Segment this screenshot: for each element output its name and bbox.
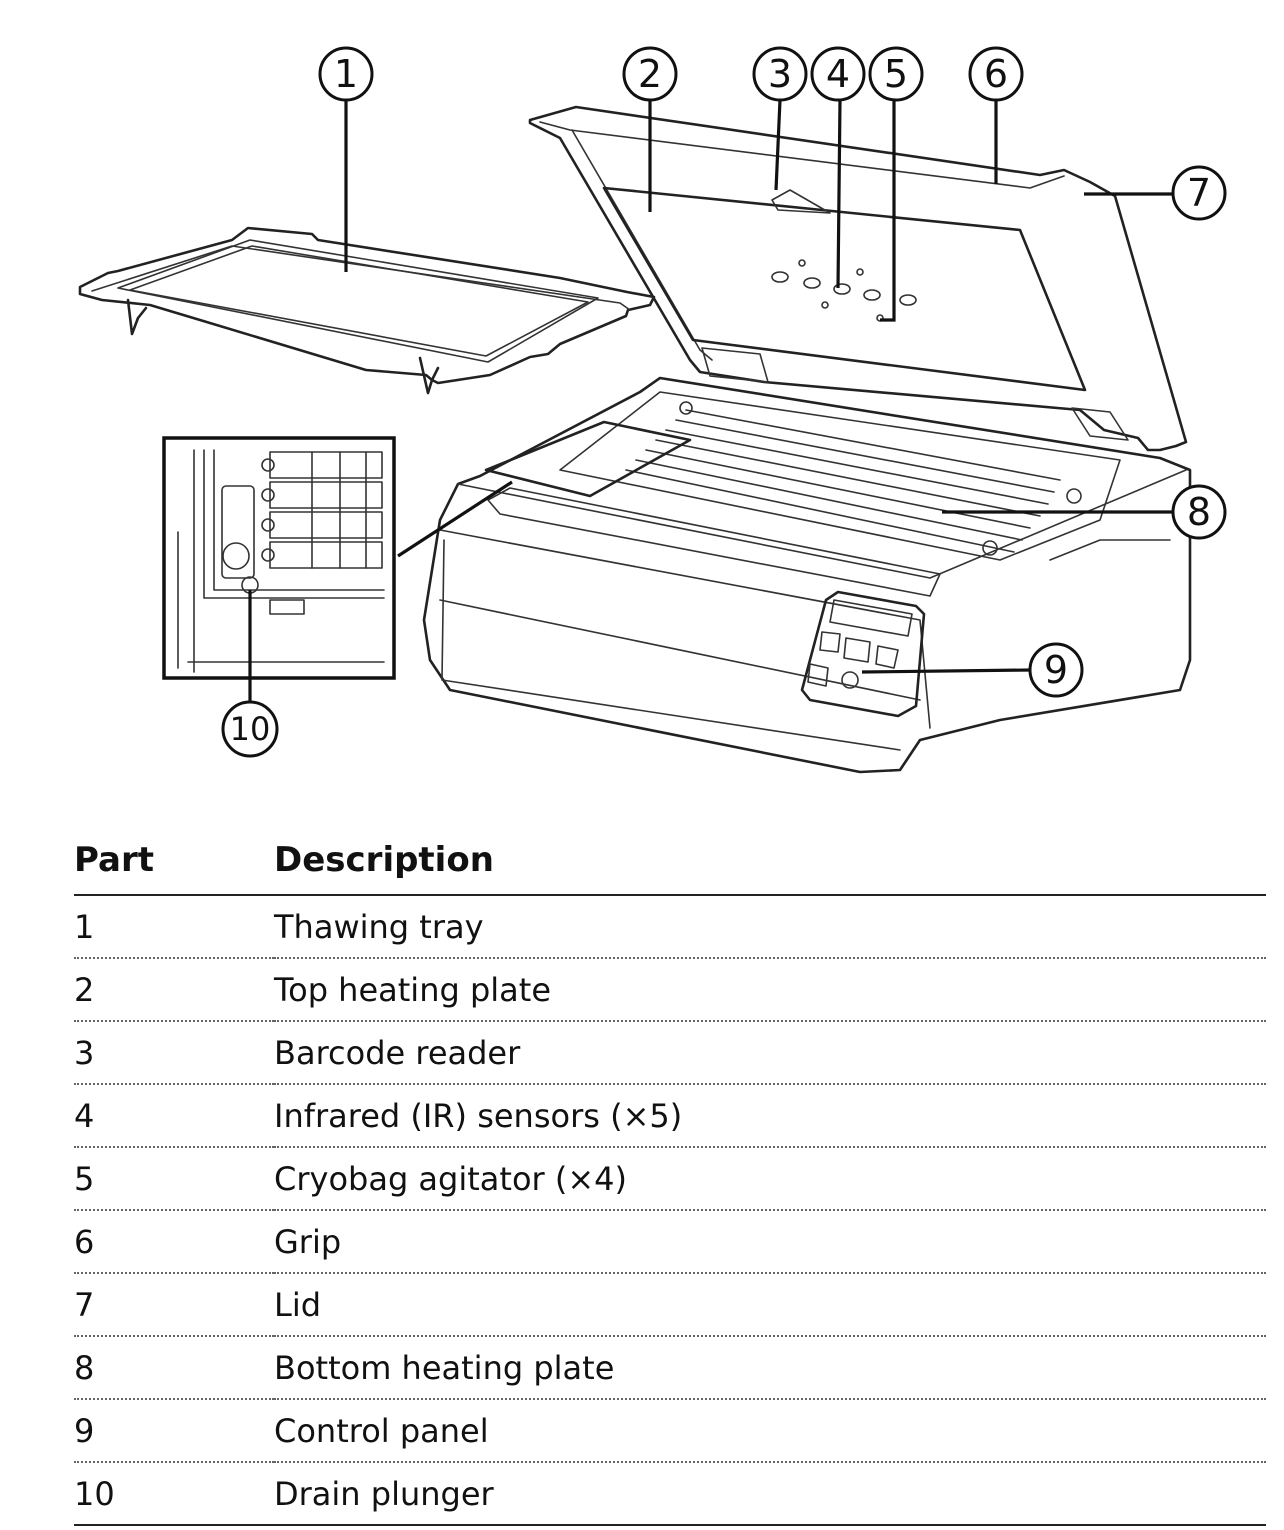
part-number: 9 bbox=[74, 1399, 274, 1463]
part-description: Grip bbox=[274, 1210, 1266, 1274]
part-number: 3 bbox=[74, 1021, 274, 1085]
device-drawing: 1 2 3 4 5 6 7 8 9 10 bbox=[78, 46, 1227, 774]
callout-2: 2 bbox=[622, 46, 678, 102]
leader-lines bbox=[248, 99, 1172, 702]
svg-text:6: 6 bbox=[984, 52, 1008, 96]
part-description: Barcode reader bbox=[274, 1021, 1266, 1085]
part-description: Drain plunger bbox=[274, 1462, 1266, 1526]
callout-6: 6 bbox=[968, 46, 1024, 102]
svg-text:5: 5 bbox=[884, 52, 908, 96]
svg-text:7: 7 bbox=[1187, 171, 1211, 215]
bottom-heating-plate bbox=[559, 391, 1121, 561]
zoom-highlight bbox=[484, 420, 692, 498]
part-description: Bottom heating plate bbox=[274, 1336, 1266, 1400]
callout-3: 3 bbox=[752, 46, 808, 102]
part-description: Lid bbox=[274, 1273, 1266, 1337]
callout-1: 1 bbox=[318, 46, 374, 102]
callout-9: 9 bbox=[1028, 642, 1084, 698]
svg-text:9: 9 bbox=[1044, 648, 1068, 692]
zoom-inset bbox=[162, 436, 396, 680]
part-description: Control panel bbox=[274, 1399, 1266, 1463]
part-number: 1 bbox=[74, 895, 274, 959]
part-number: 2 bbox=[74, 958, 274, 1022]
svg-text:8: 8 bbox=[1187, 490, 1211, 534]
control-panel bbox=[800, 590, 926, 718]
part-description: Infrared (IR) sensors (×5) bbox=[274, 1084, 1266, 1148]
header-description: Description bbox=[274, 836, 1266, 896]
part-number: 8 bbox=[74, 1336, 274, 1400]
svg-text:10: 10 bbox=[230, 710, 271, 748]
part-number: 7 bbox=[74, 1273, 274, 1337]
callout-10: 10 bbox=[221, 700, 279, 758]
svg-text:2: 2 bbox=[638, 52, 662, 96]
callout-7: 7 bbox=[1171, 165, 1227, 221]
part-number: 5 bbox=[74, 1147, 274, 1211]
callout-4: 4 bbox=[810, 46, 866, 102]
header-part: Part bbox=[74, 836, 274, 896]
lid bbox=[528, 105, 1188, 452]
callout-8: 8 bbox=[1171, 484, 1227, 540]
part-description: Top heating plate bbox=[274, 958, 1266, 1022]
base-body bbox=[422, 376, 1192, 774]
part-description: Cryobag agitator (×4) bbox=[274, 1147, 1266, 1211]
thawing-tray bbox=[78, 226, 656, 395]
part-number: 6 bbox=[74, 1210, 274, 1274]
zoom-connector bbox=[397, 480, 513, 558]
svg-text:3: 3 bbox=[768, 52, 792, 96]
part-number: 10 bbox=[74, 1462, 274, 1526]
svg-text:1: 1 bbox=[334, 52, 358, 96]
part-number: 4 bbox=[74, 1084, 274, 1148]
table-header-row: Part Description bbox=[74, 836, 1266, 896]
device-diagram: 1 2 3 4 5 6 7 8 9 10 bbox=[78, 46, 1227, 774]
callout-5: 5 bbox=[868, 46, 924, 102]
part-description: Thawing tray bbox=[274, 895, 1266, 959]
svg-text:4: 4 bbox=[826, 52, 850, 96]
